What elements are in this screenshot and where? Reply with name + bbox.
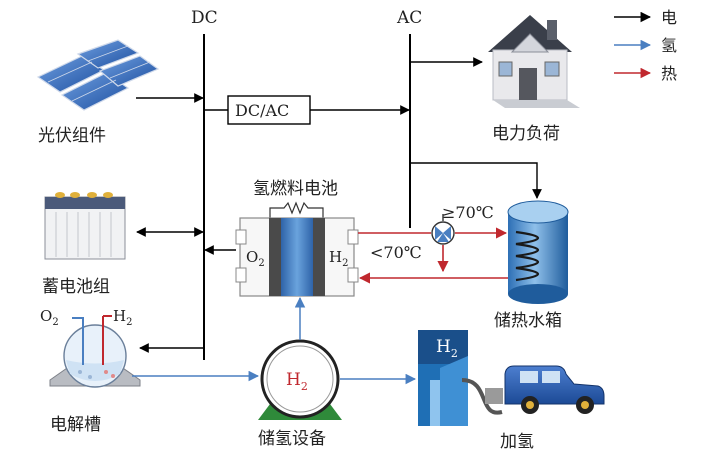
electrolyzer-icon	[49, 315, 141, 388]
car-icon	[485, 365, 605, 414]
load-label: 电力负荷	[492, 124, 560, 144]
electrolyzer-o2-label: O2	[40, 307, 59, 328]
pv-label: 光伏组件	[38, 126, 106, 146]
battery-label: 蓄电池组	[42, 277, 110, 297]
ac-to-tank-arrow	[410, 162, 542, 199]
pv-panel-icon	[36, 39, 160, 111]
hydrogen-storage-icon	[258, 339, 342, 420]
ac-bus-label: AC	[396, 8, 422, 28]
house-icon	[488, 15, 580, 108]
converter-label: DC/AC	[235, 101, 289, 120]
tank-label: 储热水箱	[494, 311, 562, 331]
station-h2-label: H2	[436, 337, 458, 360]
legend-heat-label: 热	[661, 64, 677, 83]
fuel-cell-o2-label: O2	[246, 248, 265, 269]
three-way-valve-icon	[431, 214, 455, 245]
electrolyzer-h2-label: H2	[113, 307, 132, 328]
temp-low-label: <70℃	[370, 243, 422, 262]
legend-electric-label: 电	[661, 8, 677, 27]
fuel-cell-icon	[235, 201, 359, 297]
dc-bus-label: DC	[191, 8, 218, 28]
legend-hydrogen-label: 氢	[661, 36, 677, 55]
battery-icon	[44, 192, 126, 260]
hot-water-tank-icon	[507, 200, 569, 304]
dc-ac-converter	[227, 95, 311, 125]
fuel-cell-label: 氢燃料电池	[253, 179, 338, 199]
electrolyzer-label: 电解槽	[50, 415, 101, 435]
fuel-cell-h2-label: H2	[329, 248, 348, 269]
storage-label: 储氢设备	[258, 429, 326, 449]
refueling-station-icon	[418, 330, 503, 426]
temp-high-label: ≥70℃	[442, 203, 494, 222]
refuel-label: 加氢	[500, 432, 534, 452]
legend: 电 氢 热	[614, 8, 677, 83]
storage-h2-label: H2	[286, 370, 308, 393]
